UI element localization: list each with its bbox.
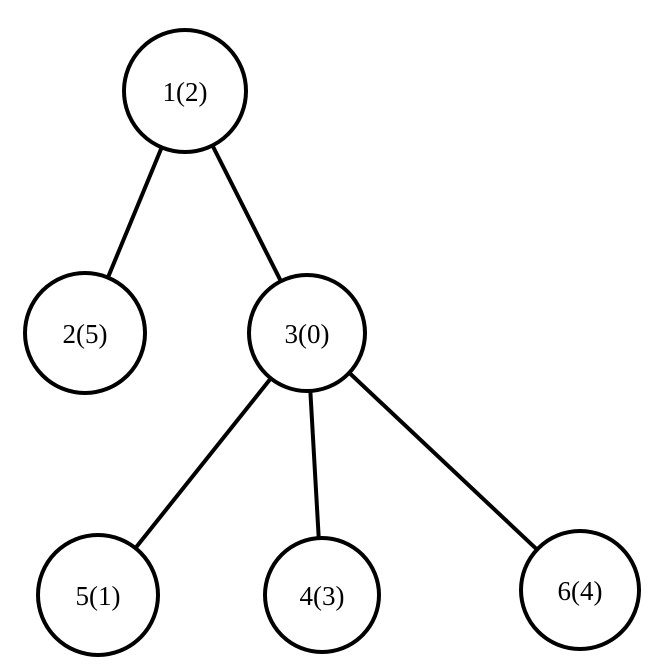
node-circle-2[interactable] [23,271,147,395]
tree-node-2[interactable]: 2(5) [23,271,147,395]
node-label-3: 3(0) [285,319,330,349]
node-label-1: 1(2) [163,77,208,107]
tree-node-4[interactable]: 4(3) [263,536,381,654]
node-circle-6[interactable] [519,529,641,651]
tree-node-5[interactable]: 5(1) [36,533,160,657]
edge-30-to-51 [133,376,273,551]
node-label-6: 6(4) [558,576,603,606]
tree-node-6[interactable]: 6(4) [519,529,641,651]
node-circle-3[interactable] [247,273,367,393]
node-label-4: 4(3) [300,581,345,611]
edge-12-to-25 [105,145,164,280]
node-circle-5[interactable] [36,533,160,657]
node-label-2: 2(5) [63,319,108,349]
tree-node-3[interactable]: 3(0) [247,273,367,393]
edge-12-to-30 [210,143,283,284]
node-circle-1[interactable] [122,28,248,154]
nodes-layer: 1(2) 2(5) 3(0) 5(1) 4(3) 6(4) [23,28,641,657]
edge-30-to-43 [308,388,321,541]
edges-layer [105,143,540,552]
node-label-5: 5(1) [76,581,121,611]
edge-30-to-64 [347,370,540,552]
tree-node-1[interactable]: 1(2) [122,28,248,154]
node-circle-4[interactable] [263,536,381,654]
